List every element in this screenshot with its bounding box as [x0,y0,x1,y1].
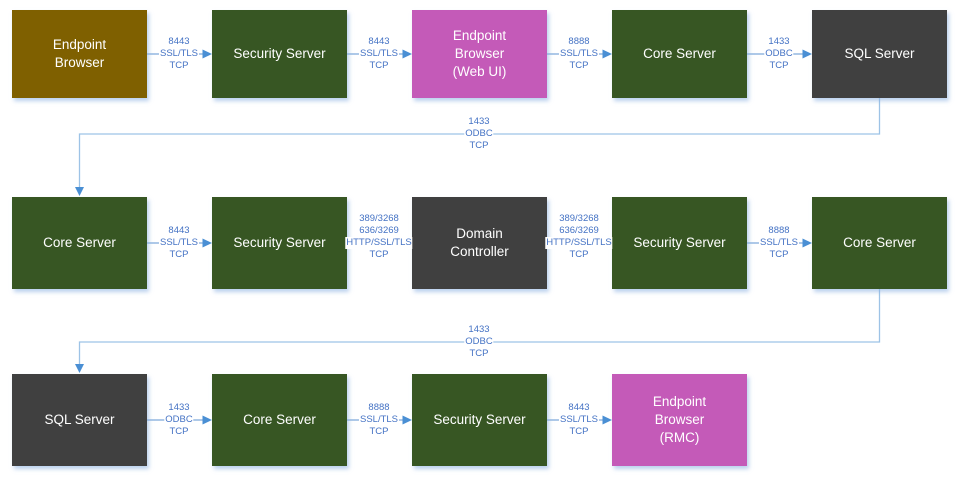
port-protocol: SSL/TLS [558,48,600,60]
port-protocol: ODBC [464,128,494,140]
port-protocol: SSL/TLS [758,237,800,249]
port-number: 8888 [368,402,390,413]
node-security-server-1: Security Server [212,10,347,98]
port-number: 636/3269 [559,225,599,236]
port-protocol: SSL/TLS [358,48,400,60]
node-endpoint-browser: Endpoint Browser [12,10,147,98]
port-protocol: ODBC [164,414,194,426]
node-core-server-2: Core Server [12,197,147,289]
port-protocol: HTTP/SSL/TLS [345,237,413,249]
port-number: 8443 [168,36,190,47]
port-transport: TCP [369,60,389,71]
port-protocol: ODBC [764,48,794,60]
port-label-1433-row3-gap1: 1433 ODBC TCP [164,402,194,438]
port-label-1433-cross1: 1433 ODBC TCP [464,116,494,152]
port-label-ldap-row2-gap3: 389/3268 636/3269 HTTP/SSL/TLS TCP [545,213,613,261]
port-label-8443-row3-gap3: 8443 SSL/TLS TCP [558,402,600,438]
port-transport: TCP [169,60,189,71]
port-label-8443-row2-gap1: 8443 SSL/TLS TCP [158,225,200,261]
port-transport: TCP [769,249,789,260]
port-number: 8443 [168,225,190,236]
port-number: 1433 [768,36,790,47]
port-transport: TCP [769,60,789,71]
port-number: 8888 [568,36,590,47]
port-label-1433-row1-gap4: 1433 ODBC TCP [764,36,794,72]
port-protocol: SSL/TLS [558,414,600,426]
port-transport: TCP [169,249,189,260]
node-security-server-3: Security Server [612,197,747,289]
port-number: 1433 [468,324,490,335]
port-transport: TCP [569,426,589,437]
node-endpoint-browser-web-ui: Endpoint Browser (Web UI) [412,10,547,98]
port-number: 636/3269 [359,225,399,236]
port-protocol: SSL/TLS [158,237,200,249]
port-label-1433-cross2: 1433 ODBC TCP [464,324,494,360]
port-label-8888-row2-gap4: 8888 SSL/TLS TCP [758,225,800,261]
node-sql-server-2: SQL Server [12,374,147,466]
port-protocol: SSL/TLS [358,414,400,426]
node-domain-controller: Domain Controller [412,197,547,289]
node-security-server-2: Security Server [212,197,347,289]
port-transport: TCP [469,348,489,359]
port-label-8888-row3-gap2: 8888 SSL/TLS TCP [358,402,400,438]
port-protocol: SSL/TLS [158,48,200,60]
port-number: 1433 [468,116,490,127]
node-core-server-1: Core Server [612,10,747,98]
node-core-server-4: Core Server [212,374,347,466]
port-transport: TCP [469,140,489,151]
port-transport: TCP [369,426,389,437]
port-number: 389/3268 [359,213,399,224]
port-label-ldap-row2-gap2: 389/3268 636/3269 HTTP/SSL/TLS TCP [345,213,413,261]
node-endpoint-browser-rmc: Endpoint Browser (RMC) [612,374,747,466]
port-label-8443-row1-gap1: 8443 SSL/TLS TCP [158,36,200,72]
port-transport: TCP [369,249,389,260]
port-label-8888-row1-gap3: 8888 SSL/TLS TCP [558,36,600,72]
port-label-8443-row1-gap2: 8443 SSL/TLS TCP [358,36,400,72]
node-core-server-3: Core Server [812,197,947,289]
port-number: 8443 [368,36,390,47]
port-number: 8888 [768,225,790,236]
port-transport: TCP [569,60,589,71]
port-protocol: ODBC [464,336,494,348]
port-number: 389/3268 [559,213,599,224]
node-sql-server-1: SQL Server [812,10,947,98]
port-number: 1433 [168,402,190,413]
node-security-server-4: Security Server [412,374,547,466]
port-protocol: HTTP/SSL/TLS [545,237,613,249]
port-number: 8443 [568,402,590,413]
port-transport: TCP [569,249,589,260]
port-transport: TCP [169,426,189,437]
